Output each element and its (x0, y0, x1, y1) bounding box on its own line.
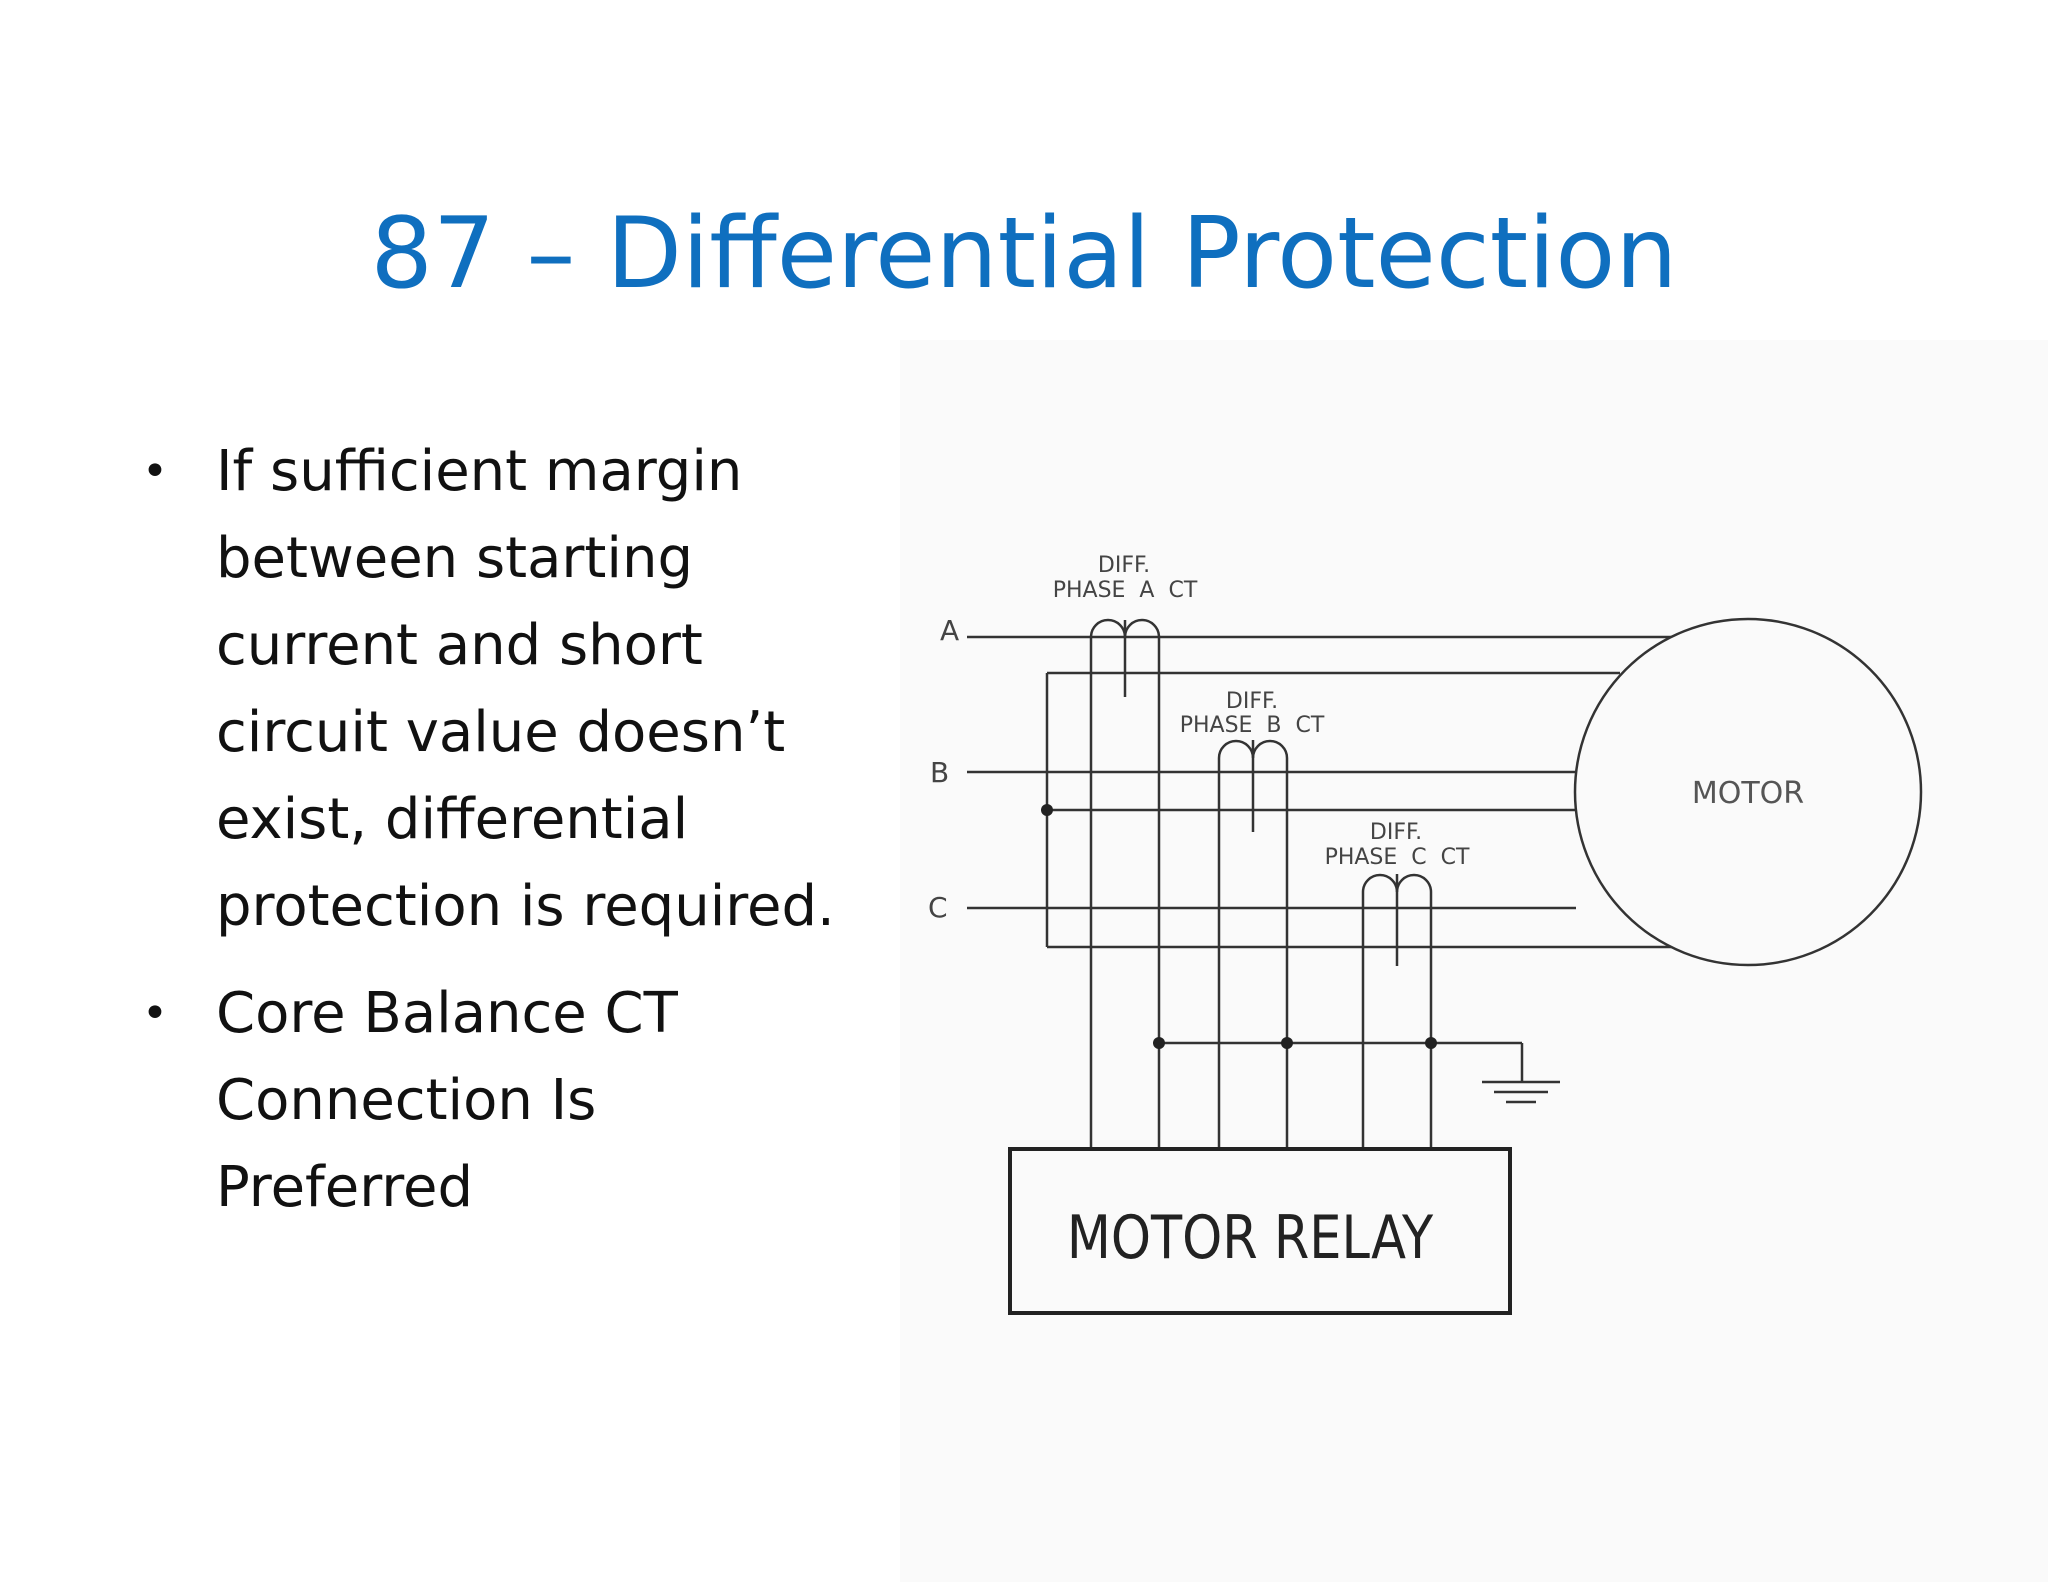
junction-dot-b (1281, 1037, 1293, 1049)
bullet-item: • Core Balance CT Connection Is Preferre… (140, 970, 900, 1231)
ct-b-coil (1217, 739, 1289, 832)
junction-dot-c (1425, 1037, 1437, 1049)
phase-c-label: C (928, 891, 948, 924)
bullet-line: current and short (216, 613, 703, 678)
bullet-line: If sufficient margin (216, 439, 743, 504)
bullet-list: • If sufficient margin between starting … (140, 428, 900, 1251)
ct-secondary-leads (1089, 637, 1433, 1149)
ct-c-coil (1361, 873, 1433, 966)
neutral-junction-dot (1041, 804, 1053, 816)
bullet-dot-icon: • (142, 988, 168, 1039)
bullet-line: Core Balance CT (216, 981, 678, 1046)
phase-b-label: B (930, 756, 949, 789)
ct-a-coil (1089, 618, 1161, 697)
phase-a-label: A (940, 614, 959, 647)
motor-relay-box (1008, 1147, 1512, 1315)
ct-c-label-line2: PHASE C CT (1325, 845, 1470, 870)
bullet-line: Preferred (216, 1155, 474, 1220)
bullet-line: circuit value doesn’t (216, 700, 786, 765)
bullet-line: protection is required. (216, 874, 835, 939)
motor-circle (1573, 617, 1923, 967)
bullet-line: between starting (216, 526, 693, 591)
diagram-background (900, 340, 2048, 1582)
ct-c-label-line1: DIFF. (1370, 820, 1422, 845)
bullet-line: exist, differential (216, 787, 689, 852)
motor-relay-label: MOTOR RELAY (1067, 1203, 1434, 1273)
bullet-item: • If sufficient margin between starting … (140, 428, 900, 950)
motor-label: MOTOR (1692, 776, 1804, 811)
ct-a-label-line2: PHASE A CT (1053, 578, 1198, 603)
bullet-dot-icon: • (142, 446, 168, 497)
junction-dot-a (1153, 1037, 1165, 1049)
ct-a-label-line1: DIFF. (1098, 553, 1150, 578)
phase-conductors (967, 635, 1676, 910)
ground-icon (1482, 1043, 1560, 1104)
ct-b-label-line1: DIFF. (1226, 689, 1278, 714)
neutral-connections (1045, 671, 1676, 949)
bullet-line: Connection Is (216, 1068, 597, 1133)
slide-title: 87 – Differential Protection (370, 197, 1678, 311)
ct-b-label-line2: PHASE B CT (1180, 713, 1325, 738)
